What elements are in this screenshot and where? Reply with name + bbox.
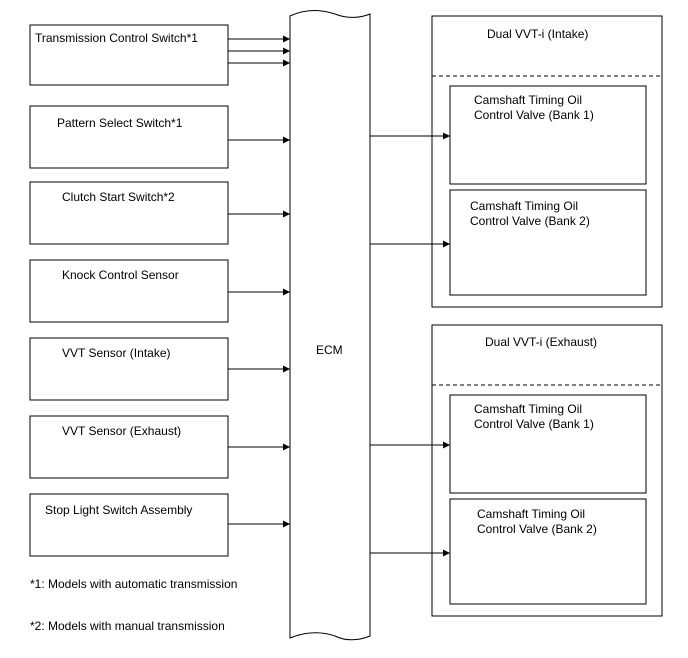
input-box-clutch-start-switch (29, 181, 229, 245)
ecm-label: ECM (316, 343, 343, 357)
valve-label-line2: Control Valve (Bank 2) (470, 214, 590, 228)
ecm-block (289, 10, 371, 641)
footnote-manual: *2: Models with manual transmission (30, 619, 225, 633)
input-box-stop-light-switch (29, 493, 229, 557)
valve-label-line1: Camshaft Timing Oil (477, 507, 586, 521)
valve-box-intake-bank1 (449, 85, 647, 185)
valve-label-line2: Control Valve (Bank 1) (474, 417, 594, 431)
valve-box-exhaust-bank2 (449, 498, 647, 605)
input-box-transmission-control-switch (29, 24, 229, 86)
input-box-pattern-select-switch (29, 105, 229, 169)
output-group-title-exhaust: Dual VVT-i (Exhaust) (485, 335, 598, 349)
valve-label-line1: Camshaft Timing Oil (470, 199, 579, 213)
input-box-vvt-sensor-exhaust (29, 415, 229, 479)
input-label-vvt-sensor-intake: VVT Sensor (Intake) (62, 346, 171, 360)
valve-label-line1: Camshaft Timing Oil (474, 93, 583, 107)
input-box-knock-control-sensor (29, 259, 229, 323)
input-label-stop-light-switch: Stop Light Switch Assembly (45, 503, 193, 517)
input-label-pattern-select-switch: Pattern Select Switch*1 (57, 116, 183, 130)
valve-label-intake-bank2: Camshaft Timing Oil Control Valve (Bank … (470, 199, 590, 229)
valve-box-intake-bank2 (449, 189, 647, 296)
valve-label-line2: Control Valve (Bank 2) (477, 522, 597, 536)
input-label-transmission-control-switch: Transmission Control Switch*1 (35, 31, 198, 45)
footnote-automatic: *1: Models with automatic transmission (30, 577, 238, 591)
valve-label-exhaust-bank2: Camshaft Timing Oil Control Valve (Bank … (477, 507, 597, 537)
input-label-knock-control-sensor: Knock Control Sensor (62, 268, 179, 282)
input-label-clutch-start-switch: Clutch Start Switch*2 (62, 190, 175, 204)
output-group-title-intake: Dual VVT-i (Intake) (487, 27, 589, 41)
valve-label-exhaust-bank1: Camshaft Timing Oil Control Valve (Bank … (474, 402, 594, 432)
input-box-vvt-sensor-intake (29, 337, 229, 401)
valve-label-intake-bank1: Camshaft Timing Oil Control Valve (Bank … (474, 93, 594, 123)
valve-label-line2: Control Valve (Bank 1) (474, 108, 594, 122)
valve-label-line1: Camshaft Timing Oil (474, 402, 583, 416)
input-label-vvt-sensor-exhaust: VVT Sensor (Exhaust) (62, 424, 182, 438)
valve-box-exhaust-bank1 (449, 394, 647, 494)
